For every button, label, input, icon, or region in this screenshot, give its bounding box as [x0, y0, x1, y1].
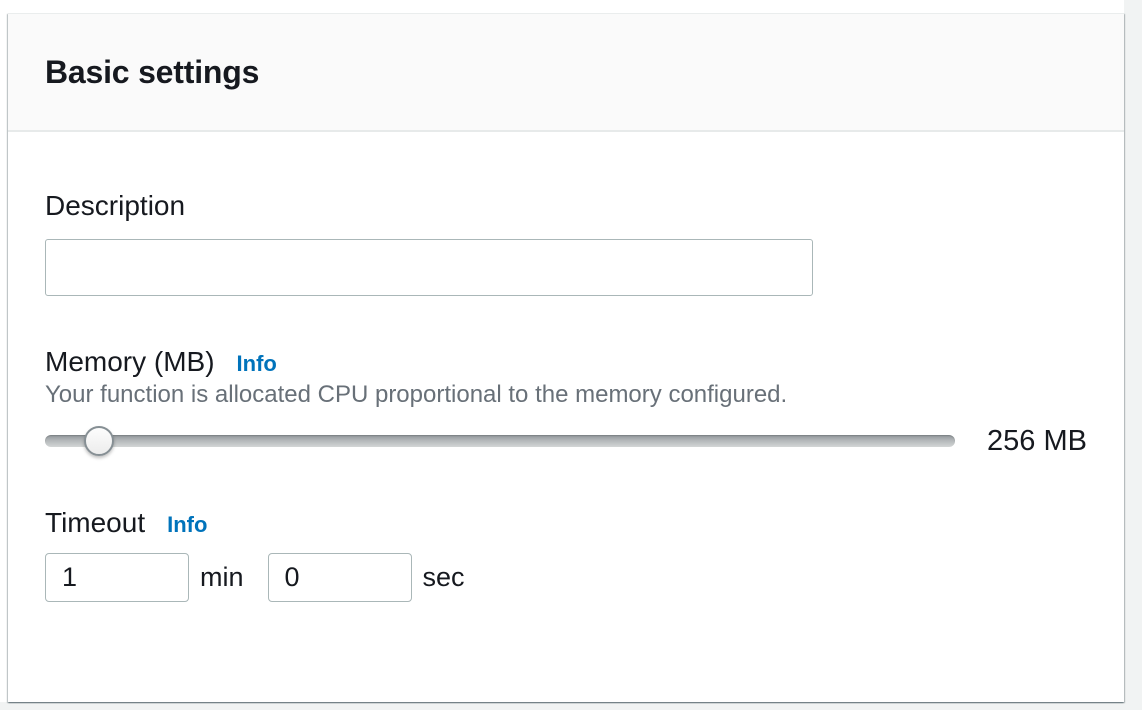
description-section: Description: [45, 190, 1084, 296]
memory-slider-track[interactable]: [45, 435, 955, 447]
timeout-inputs-row: min sec: [45, 553, 1084, 602]
memory-value: 256 MB: [987, 424, 1087, 457]
description-input[interactable]: [45, 239, 813, 296]
timeout-minutes-input[interactable]: [45, 553, 189, 602]
panel-header: Basic settings: [8, 14, 1124, 132]
memory-section: Memory (MB) Info Your function is alloca…: [45, 346, 1087, 457]
memory-slider[interactable]: [45, 425, 955, 457]
timeout-label: Timeout: [45, 507, 146, 538]
console-background-bottom: [0, 702, 1142, 710]
description-label: Description: [45, 190, 186, 221]
timeout-section: Timeout Info min sec: [45, 507, 1084, 602]
basic-settings-panel: Basic settings Description Memory (MB) I…: [8, 13, 1124, 702]
timeout-label-row: Timeout Info: [45, 507, 1084, 539]
panel-title: Basic settings: [45, 53, 260, 90]
console-background-right: [1124, 0, 1142, 710]
memory-label-row: Memory (MB) Info: [45, 346, 1084, 378]
memory-slider-handle[interactable]: [84, 426, 114, 456]
panel-body: Description Memory (MB) Info Your functi…: [8, 132, 1124, 602]
timeout-seconds-unit: sec: [422, 562, 465, 592]
timeout-minutes-unit: min: [200, 562, 244, 592]
memory-label: Memory (MB): [45, 346, 215, 377]
memory-info-link[interactable]: Info: [236, 351, 277, 376]
memory-help-text: Your function is allocated CPU proportio…: [45, 381, 788, 408]
timeout-seconds-input[interactable]: [267, 553, 412, 602]
timeout-info-link[interactable]: Info: [167, 512, 208, 537]
memory-slider-row: 256 MB: [45, 424, 1087, 457]
